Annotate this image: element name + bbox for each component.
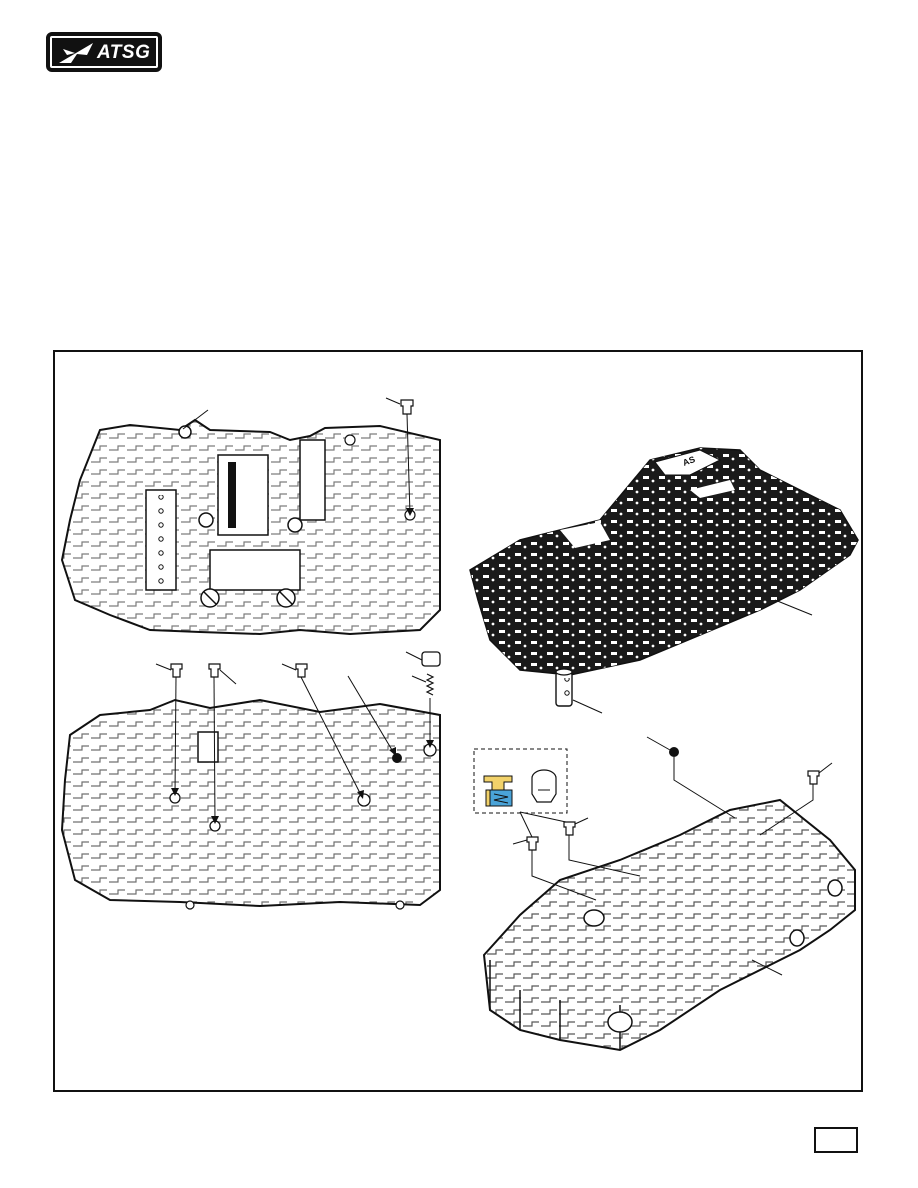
figure-frame <box>53 350 863 1092</box>
screen-filter <box>555 668 603 714</box>
upper-check-valve <box>385 397 414 516</box>
lower-check-valves <box>155 651 441 824</box>
casting-check-valves <box>512 736 833 901</box>
separator-plate: AS <box>469 447 859 676</box>
plate-inset-label: AS <box>681 454 696 468</box>
atsg-logo: ATSG <box>46 32 162 72</box>
check-ball-detail-inset <box>473 748 568 814</box>
main-valve-body-casting <box>482 798 856 1052</box>
logo-text: ATSG <box>97 42 151 63</box>
atsg-jet-icon <box>59 43 93 63</box>
upper-valve-body <box>60 409 441 636</box>
page-number-box <box>814 1127 858 1153</box>
lower-valve-body <box>60 698 441 910</box>
